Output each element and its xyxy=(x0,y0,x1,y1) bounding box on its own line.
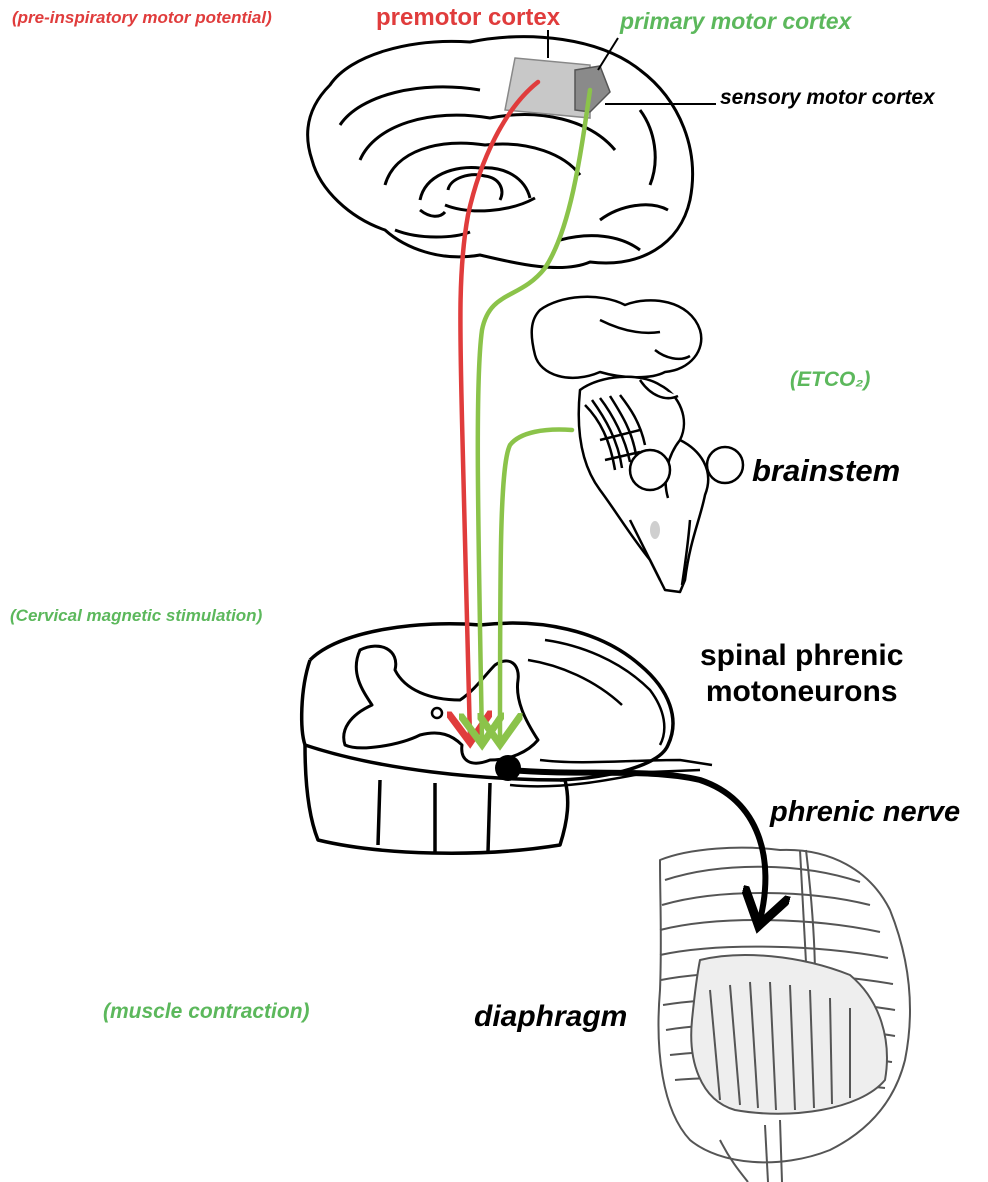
brainstem-label: brainstem xyxy=(752,453,900,489)
brainstem-bulbospinal-pathway xyxy=(500,430,572,740)
diaphragm-label: diaphragm xyxy=(474,1000,627,1034)
pre-inspiratory-potential-label: (pre-inspiratory motor potential) xyxy=(12,8,272,28)
cervical-stimulation-label: (Cervical magnetic stimulation) xyxy=(10,606,262,626)
phrenic-nerve-pathway xyxy=(510,770,765,920)
primary-motor-cortex-region xyxy=(575,66,610,112)
primary-motor-corticospinal-pathway xyxy=(478,90,590,740)
thorax-illustration xyxy=(659,848,910,1182)
spinal-label-line-1: spinal phrenic xyxy=(700,638,903,674)
primary-motor-cortex-label: primary motor cortex xyxy=(620,8,851,35)
premotor-cortex-label: premotor cortex xyxy=(376,4,560,32)
etco2-label: (ETCO₂) xyxy=(790,368,870,392)
spinal-cord-illustration xyxy=(302,623,712,853)
phrenic-nerve-label: phrenic nerve xyxy=(770,796,960,829)
brainstem-illustration xyxy=(532,297,743,592)
spinal-phrenic-motoneurons-label: spinal phrenic motoneurons xyxy=(700,638,903,710)
spinal-label-line-2: motoneurons xyxy=(700,674,903,710)
sensory-motor-cortex-label: sensory motor cortex xyxy=(720,86,935,110)
brain-illustration xyxy=(308,37,693,268)
muscle-contraction-label: (muscle contraction) xyxy=(103,1000,310,1024)
